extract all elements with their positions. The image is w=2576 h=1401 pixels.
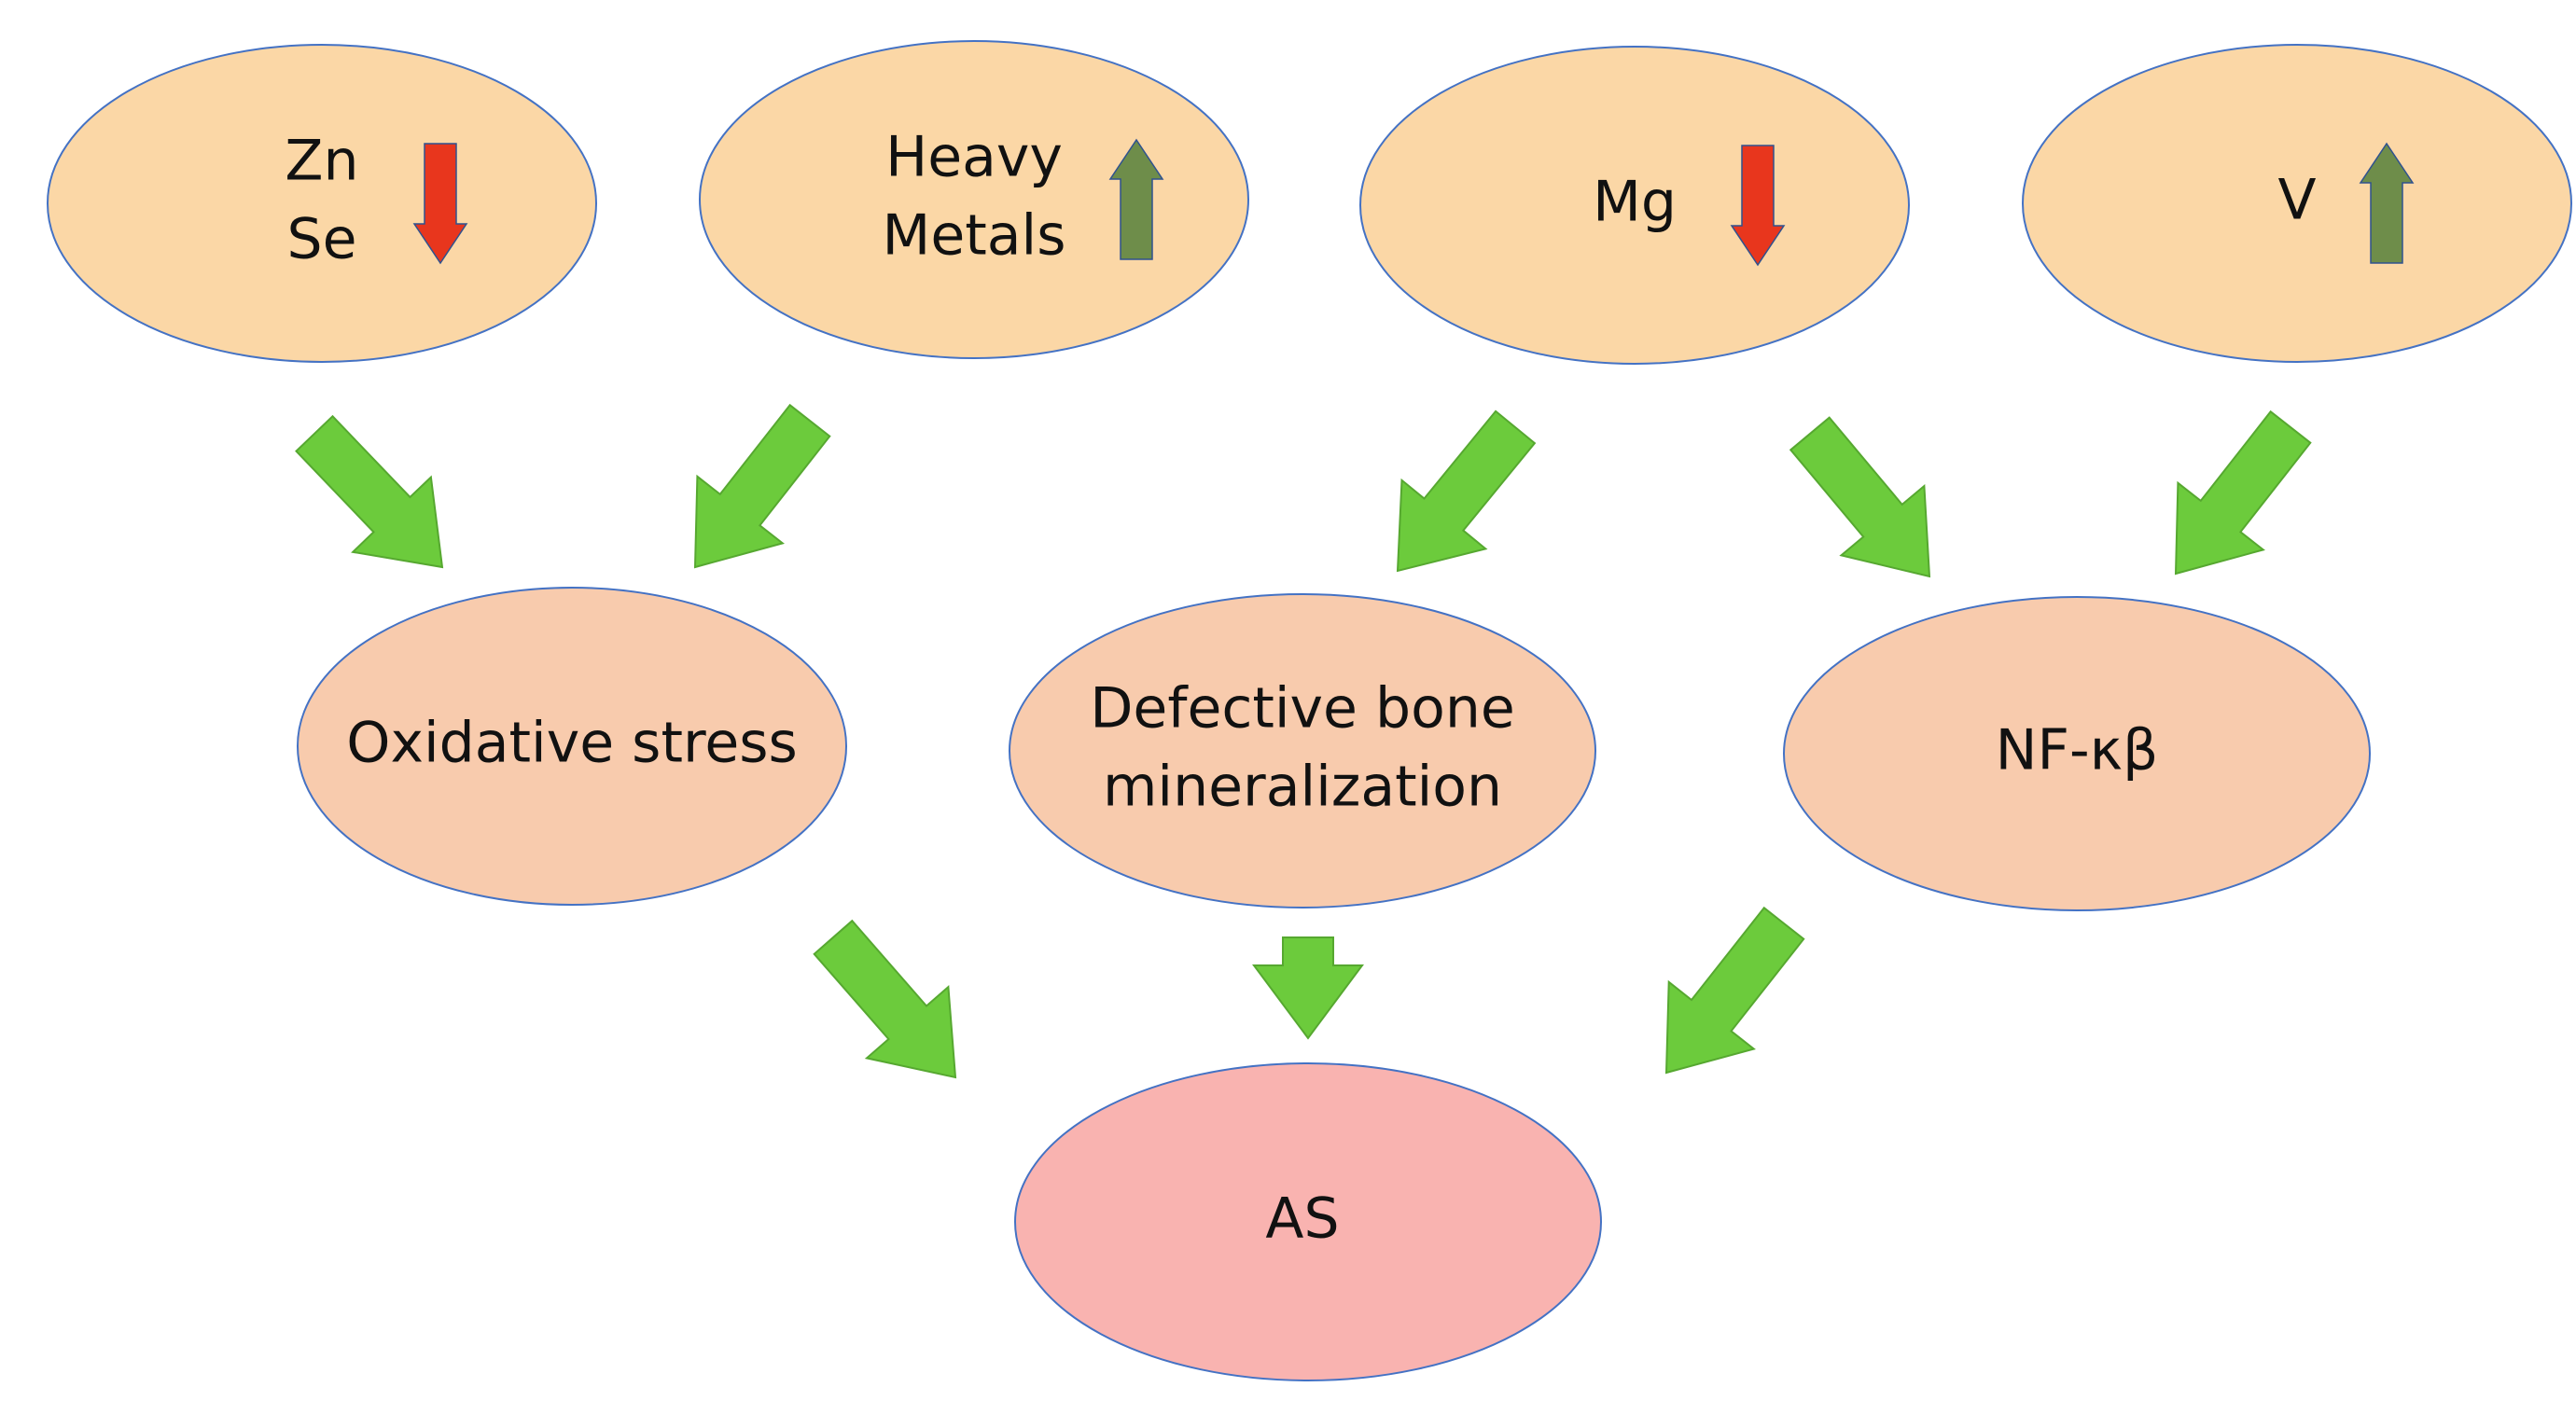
mechanism-defective-bone-mineralization-label: mineralization bbox=[1103, 755, 1502, 820]
flow-arrow-nf-to-as bbox=[1664, 906, 1805, 1075]
outcome-as-ellipse bbox=[1014, 1062, 1602, 1381]
mechanism-defective-bone-mineralization-ellipse bbox=[1009, 593, 1596, 909]
input-v-ellipse bbox=[2022, 44, 2572, 363]
mechanism-nf-label: NF-κβ bbox=[1996, 718, 2159, 784]
input-heavy-metals-label: Heavy bbox=[885, 125, 1063, 190]
flow-arrow-heavy-metals-to-oxidative-stress bbox=[693, 403, 831, 569]
input-heavy-metals-ellipse bbox=[699, 40, 1249, 359]
input-mg-label: Mg bbox=[1593, 170, 1677, 235]
mechanism-oxidative-stress-node: Oxidative stress bbox=[297, 587, 847, 906]
mechanism-nf-ellipse bbox=[1783, 596, 2371, 911]
red-down-arrow-icon bbox=[412, 143, 468, 265]
mechanism-nf-node: NF-κβ bbox=[1783, 596, 2371, 911]
flow-arrow-mg-to-defective-bone-mineralization bbox=[1396, 409, 1537, 573]
mechanism-defective-bone-mineralization-node: Defective bone mineralization bbox=[1009, 593, 1596, 909]
green-up-arrow-icon bbox=[2359, 142, 2415, 264]
input-zn-se-ellipse bbox=[47, 44, 597, 363]
input-v-node: V bbox=[2022, 44, 2572, 363]
outcome-as-node: AS bbox=[1014, 1062, 1602, 1381]
input-mg-node: Mg bbox=[1359, 46, 1910, 365]
flow-arrow-mg-to-nf bbox=[1789, 416, 1931, 578]
outcome-as-label: AS bbox=[1265, 1186, 1339, 1252]
input-mg-ellipse bbox=[1359, 46, 1910, 365]
mechanism-oxidative-stress-label: Oxidative stress bbox=[346, 711, 798, 776]
mechanism-oxidative-stress-ellipse bbox=[297, 587, 847, 906]
flow-arrows-layer bbox=[295, 403, 2312, 1079]
green-up-arrow-icon bbox=[1108, 138, 1164, 260]
flow-arrow-zn-se-to-oxidative-stress bbox=[295, 414, 444, 569]
mechanism-defective-bone-mineralization-label: Defective bone bbox=[1090, 676, 1515, 742]
flow-arrow-oxidative-stress-to-as bbox=[813, 919, 957, 1079]
input-zn-se-label: Zn bbox=[285, 129, 358, 194]
input-heavy-metals-label: Metals bbox=[883, 203, 1066, 269]
input-v-label: V bbox=[2277, 168, 2316, 233]
flow-arrow-v-to-nf bbox=[2174, 409, 2312, 576]
input-zn-se-label: Se bbox=[287, 207, 357, 272]
flow-arrow-defective-bone-mineralization-to-as bbox=[1252, 936, 1364, 1040]
red-down-arrow-icon bbox=[1730, 145, 1786, 267]
